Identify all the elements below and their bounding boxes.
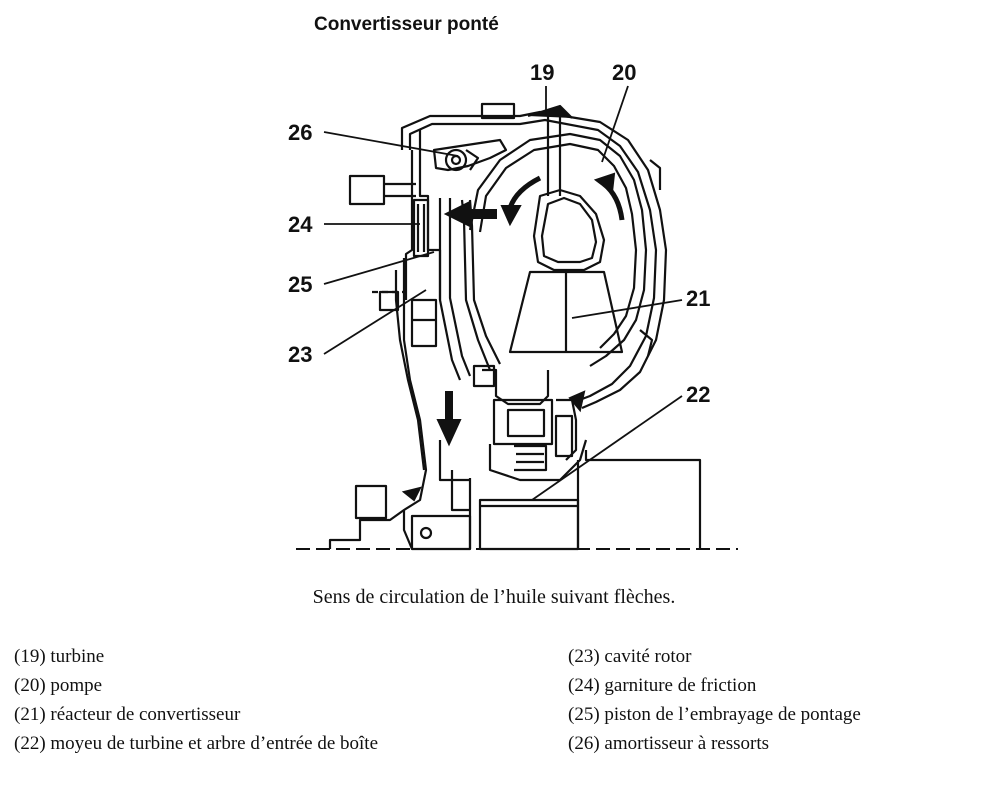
legend-item-25: (25) piston de l’embrayage de pontage (568, 704, 861, 725)
label-21: 21 (686, 286, 710, 311)
leader-26 (323, 131, 459, 157)
label-24: 24 (288, 212, 313, 237)
lower-housing (328, 258, 428, 549)
gearbox-block (584, 450, 702, 549)
flow-arrow-down (436, 391, 462, 447)
leader-20 (601, 85, 629, 163)
leader-23 (323, 289, 427, 355)
turbine-shell (468, 132, 648, 367)
damper-springs (432, 138, 508, 172)
legend-item-26: (26) amortisseur à ressorts (568, 733, 770, 754)
housing-outline (400, 110, 668, 410)
legend-item-21: (21) réacteur de convertisseur (14, 704, 241, 725)
legend-item-20: (20) pompe (14, 675, 103, 696)
stator-body (508, 270, 624, 354)
label-26: 26 (288, 120, 312, 145)
label-22: 22 (686, 382, 710, 407)
diagram-title: Convertisseur ponté (314, 14, 499, 35)
legend-right: (23) cavité rotor (24) garniture de fric… (568, 642, 861, 758)
flow-caption: Sens de circulation de l’huile suivant f… (312, 586, 676, 608)
label-19: 19 (530, 60, 554, 85)
torus-core (532, 188, 606, 272)
flow-arrow-turbine (507, 175, 542, 209)
leader-22 (531, 395, 683, 501)
legend-item-24: (24) garniture de friction (568, 675, 757, 696)
label-25: 25 (288, 272, 312, 297)
label-20: 20 (612, 60, 636, 85)
leader-21 (571, 299, 683, 319)
flow-arrow-left (443, 200, 497, 228)
label-23: 23 (288, 342, 312, 367)
legend-item-22: (22) moyeu de turbine et arbre d’entrée … (14, 733, 379, 754)
leader-25 (323, 251, 435, 285)
legend-left: (19) turbine (20) pompe (21) réacteur de… (14, 642, 378, 758)
legend-item-19: (19) turbine (14, 646, 105, 667)
legend-item-23: (23) cavité rotor (568, 646, 692, 667)
